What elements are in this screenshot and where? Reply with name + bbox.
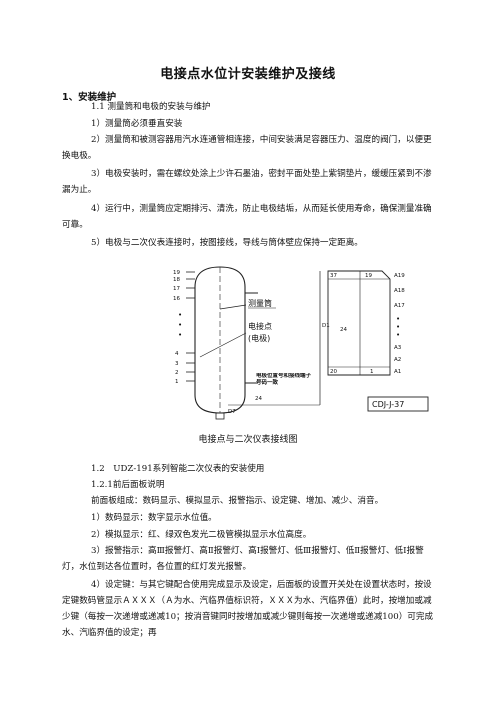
paragraph: 前面板组成：数码显示、模拟显示、报警指示、设定键、增加、减少、消音。 [91, 496, 384, 506]
paragraph: 2）模拟显示：红、绿双色发光二极管模拟显示水位高度。 [91, 530, 312, 540]
terminal-number: 24 [340, 327, 347, 333]
paragraph: 1）测量筒必须垂直安装 [91, 119, 183, 129]
paragraph: 4）运行中，测量筒应定期排污、清洗，防止电极结垢，从而延长使用寿命，确保测量准确… [62, 204, 432, 230]
terminal-label: D1 [322, 323, 330, 329]
dot: • [396, 315, 400, 323]
label-24: 24 [255, 396, 262, 402]
terminal-number: 1 [370, 369, 374, 375]
model-box [367, 396, 429, 412]
diagram-note: 电极位置号和接线端子号码一致 [256, 373, 312, 386]
terminal-label: A18 [394, 288, 405, 294]
electrode-number: 1 [175, 379, 179, 385]
paragraph: 2）测量筒和被测容器用汽水连通管相连接，中间安装满足容器压力、温度的阀门，以便更… [62, 135, 432, 161]
paragraph: 3）电极安装时，需在螺纹处涂上少许石墨油，密封平面处垫上紫铜垫片，缓缓压紧到不渗… [62, 169, 432, 195]
paragraph: 1）数码显示：数字显示水位值。 [91, 513, 217, 523]
electrode-number: 19 [173, 270, 180, 276]
electrode-number: 4 [175, 351, 179, 357]
paragraph: 4）设定键：与其它键配合使用完成显示及设定，后面板的设置开关处在设置状态时，按设… [62, 580, 434, 638]
dot: • [396, 331, 400, 339]
paragraph: 5）电极与二次仪表连接时，按图接线，导线与筒体壁应保持一定距离。 [91, 238, 363, 248]
dot: • [396, 323, 400, 331]
terminal-number: 20 [330, 369, 337, 375]
drain-valve [215, 412, 225, 420]
wiring-diagram: 19 18 17 16 4 3 2 1 • • • 测量筒 电接点 (电极) D… [173, 266, 429, 420]
electrode-number: 2 [175, 370, 179, 376]
subsection-heading: 1.2.1前后面板说明 [91, 480, 165, 490]
electrode-number: 3 [175, 361, 179, 367]
doc-title: 电接点水位计安装维护及接线 [160, 67, 336, 82]
measuring-tube-shape [194, 266, 246, 414]
terminal-label: A17 [394, 303, 405, 309]
terminal-label: A2 [394, 357, 401, 363]
terminal-label: A1 [394, 369, 401, 375]
subsection-heading: 1.2 UDZ-191系列智能二次仪表的安装使用 [91, 464, 265, 474]
electrode-number: 18 [173, 277, 180, 283]
terminal-label: A19 [394, 273, 405, 279]
label-electrode: 电接点 [248, 321, 272, 331]
dot: • [178, 311, 182, 319]
model-number: CDJ-J-37 [372, 400, 404, 409]
dot: • [178, 321, 182, 329]
leader-line [219, 304, 247, 310]
figure-caption: 电接点与二次仪表接线图 [198, 435, 298, 445]
paragraph: 3）报警指示：高Ⅲ报警灯、高Ⅱ报警灯、高Ⅰ报警灯、低Ⅲ报警灯、低Ⅱ报警灯、低Ⅰ报… [62, 546, 424, 572]
label-d7: D7 [228, 409, 236, 415]
subsection-heading: 1.1 测量筒和电极的安装与维护 [91, 102, 211, 112]
terminal-number: 37 [330, 273, 337, 279]
label-electrode-paren: (电极) [248, 333, 270, 343]
dot: • [178, 331, 182, 339]
label-measuring-tube: 测量筒 [248, 298, 272, 308]
section-heading: 1、安装维护 [62, 92, 117, 103]
electrode-number: 17 [173, 286, 180, 292]
leader-line [199, 332, 247, 358]
terminal-number: 19 [365, 273, 372, 279]
terminal-label: A3 [394, 345, 402, 351]
electrode-number: 16 [173, 296, 180, 302]
instrument-terminal-box [327, 270, 391, 376]
